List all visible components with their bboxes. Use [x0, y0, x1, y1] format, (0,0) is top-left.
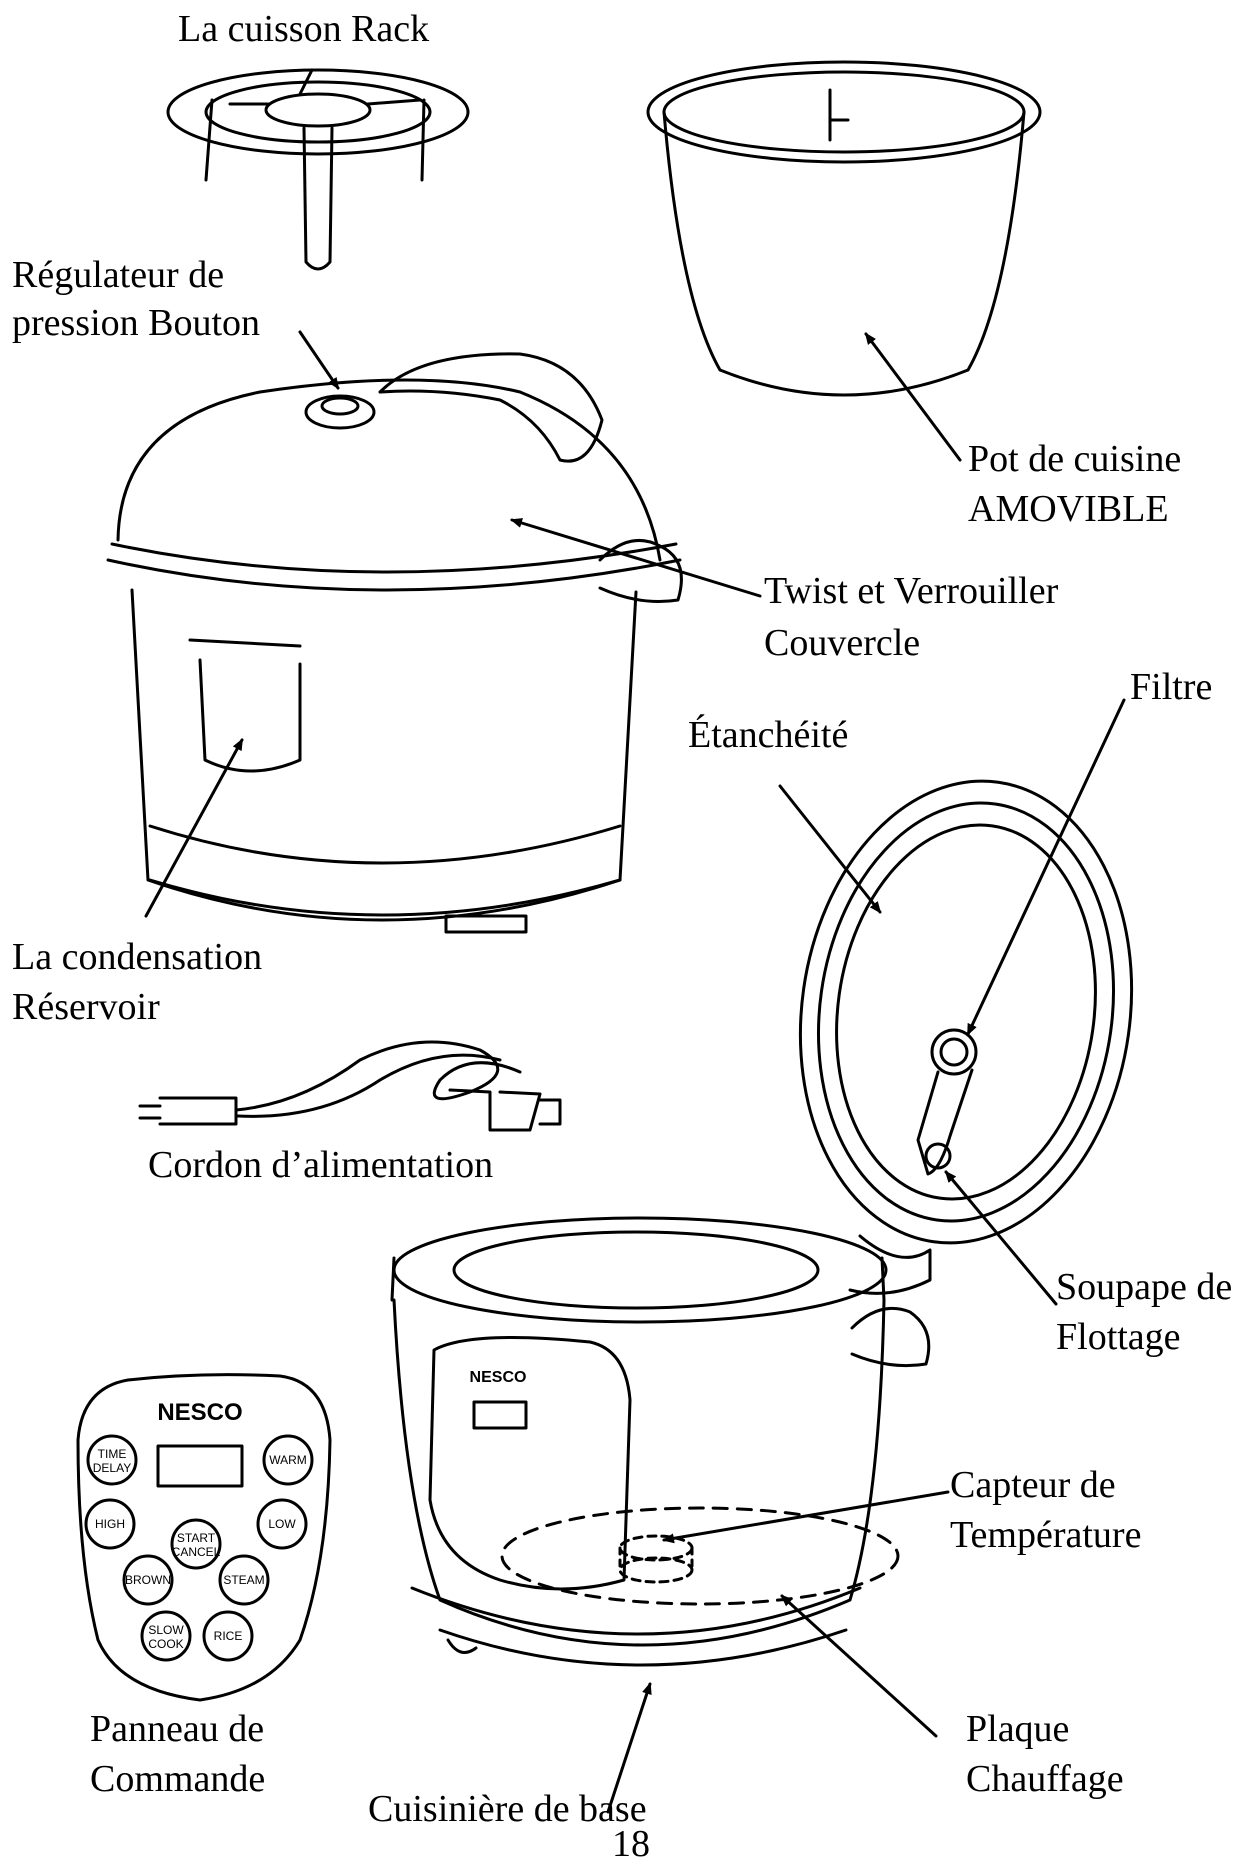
- steam-button-label: STEAM: [223, 1573, 264, 1587]
- label-cooker-base: Cuisinière de base: [368, 1784, 647, 1834]
- label-heating-plate-1: Plaque: [966, 1704, 1069, 1754]
- label-power-cord: Cordon d’alimentation: [148, 1140, 493, 1190]
- label-cooking-pot-2: AMOVIBLE: [968, 484, 1169, 534]
- label-control-panel-2: Commande: [90, 1754, 265, 1804]
- label-pressure-regulator-1: Régulateur de: [12, 250, 224, 300]
- leader-arrows: [146, 332, 1124, 1812]
- label-heating-plate-2: Chauffage: [966, 1754, 1124, 1804]
- rice-button-label: RICE: [214, 1629, 243, 1643]
- label-pressure-regulator-2: pression Bouton: [12, 298, 260, 348]
- label-seal: Étanchéité: [688, 710, 848, 760]
- warm-button-label: WARM: [269, 1453, 307, 1467]
- closed-cooker-illustration: [108, 354, 681, 932]
- brown-button-label: BROWN: [125, 1573, 171, 1587]
- label-float-valve-1: Soupape de: [1056, 1262, 1232, 1312]
- cooking-rack-illustration: [168, 70, 468, 269]
- label-temperature-sensor-2: Température: [950, 1510, 1141, 1560]
- label-cooking-rack: La cuisson Rack: [178, 4, 429, 54]
- slow-cook-button-label-2: COOK: [148, 1637, 183, 1651]
- label-filter: Filtre: [1130, 662, 1212, 712]
- slow-cook-button-label-1: SLOW: [148, 1623, 184, 1637]
- time-delay-button-label-1: TIME: [98, 1447, 127, 1461]
- label-cooking-pot-1: Pot de cuisine: [968, 434, 1181, 484]
- time-delay-button-label-2: DELAY: [93, 1461, 131, 1475]
- label-control-panel-1: Panneau de: [90, 1704, 264, 1754]
- open-lid-illustration: [771, 759, 1160, 1293]
- cooker-panel-brand: NESCO: [470, 1369, 527, 1386]
- cooking-pot-illustration: [648, 62, 1040, 395]
- power-cord-illustration: [140, 1042, 560, 1130]
- start-button-label-1: START: [177, 1531, 216, 1545]
- label-condensation-2: Réservoir: [12, 982, 160, 1032]
- start-button-label-2: CANCEL: [172, 1545, 221, 1559]
- label-lid-2: Couvercle: [764, 618, 920, 668]
- cooker-base-illustration: [392, 1218, 929, 1665]
- high-button-label: HIGH: [95, 1517, 125, 1531]
- page-number: 18: [612, 1822, 650, 1866]
- low-button-label: LOW: [268, 1517, 296, 1531]
- label-float-valve-2: Flottage: [1056, 1312, 1181, 1362]
- label-condensation-1: La condensation: [12, 932, 262, 982]
- label-temperature-sensor-1: Capteur de: [950, 1460, 1116, 1510]
- panel-brand: NESCO: [157, 1399, 242, 1426]
- label-lid-1: Twist et Verrouiller: [764, 566, 1058, 616]
